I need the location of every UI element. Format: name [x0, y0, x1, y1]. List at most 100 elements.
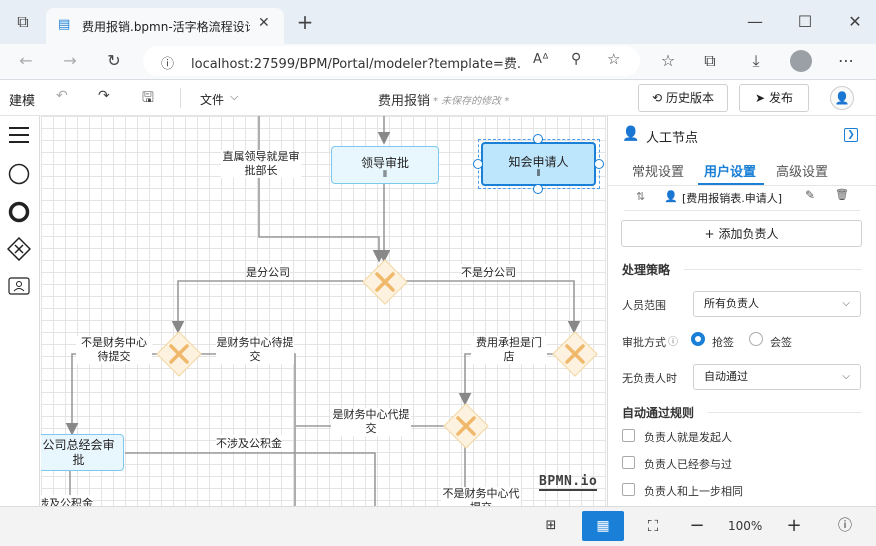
minimize-icon[interactable]: — — [747, 12, 763, 31]
bpmn-canvas[interactable]: 领导审批 ⦀ 知会申请人 ⦀ 公司总经会审批 直属领导就是审批部长 是分公司 不… — [41, 116, 606, 506]
minimap-icon[interactable]: ⊞ — [545, 518, 557, 533]
rule-label: 负责人已经参与过 — [644, 458, 732, 471]
bottom-status-bar: ⊞ ▦ ⛶ − 100% + ⓘ — [0, 506, 876, 546]
back-icon[interactable]: ← — [19, 51, 33, 70]
radio-grab[interactable] — [691, 332, 705, 346]
undo-icon[interactable]: ↶ — [56, 88, 68, 104]
favorites-icon[interactable]: ☆ — [660, 51, 676, 70]
maximize-icon[interactable]: ☐ — [797, 12, 813, 31]
start-event-icon[interactable] — [8, 163, 30, 188]
profile-avatar-icon[interactable] — [790, 50, 812, 72]
task-leader-approval[interactable]: 领导审批 ⦀ — [331, 146, 439, 184]
browser-tab-bar: ⧉ ▤ 费用报销.bpmn-活字格流程设计 ✕ + — ☐ ✕ — [0, 0, 876, 44]
properties-panel: 👤 人工节点 ❯ 常规设置 用户设置 高级设置 ⇅ 👤 [费用报销表.申请人] … — [607, 116, 876, 506]
fit-screen-icon[interactable]: ⛶ — [647, 517, 659, 535]
gateway-finance-proxy[interactable] — [443, 403, 489, 449]
window-close-icon[interactable]: ✕ — [848, 12, 862, 31]
resize-handle-left[interactable] — [473, 159, 483, 169]
publish-button[interactable]: ➤ 发布 — [739, 84, 809, 112]
flow-label: 涉及公积金 — [41, 495, 93, 506]
divider — [684, 269, 862, 270]
drag-sort-icon[interactable]: ⇅ — [636, 190, 646, 203]
user-task-icon[interactable] — [8, 277, 30, 298]
task-label: 知会申请人 — [508, 155, 569, 169]
edit-icon[interactable]: ✎ — [805, 188, 816, 202]
redo-icon[interactable]: ↷ — [98, 88, 110, 104]
tab-close-icon[interactable]: ✕ — [258, 15, 270, 31]
flow-label: 不是财务中心待提交 — [76, 336, 152, 364]
app-toolbar: 建模 ↶ ↷ 🖫 文件 ⌵ 费用报销 * 未保存的修改 * ⟲ 历史版本 ➤ 发… — [0, 80, 876, 116]
exclusive-gateway-icon[interactable] — [6, 236, 32, 264]
add-assignee-button[interactable]: + 添加负责人 — [621, 220, 862, 247]
zoom-icon[interactable]: ⚲ — [571, 51, 582, 67]
divider — [708, 412, 862, 413]
resize-handle-right[interactable] — [594, 159, 604, 169]
auto-rules-heading: 自动通过规则 — [622, 406, 695, 420]
no-owner-value: 自动通过 — [704, 370, 748, 383]
flow-label: 是分公司 — [246, 264, 290, 280]
zoom-level: 100% — [728, 519, 763, 533]
grid-toggle-button[interactable]: ▦ — [582, 511, 624, 541]
gateway-branch[interactable] — [362, 259, 408, 305]
url-text: localhost:27599/BPM/Portal/modeler?templ… — [191, 57, 521, 72]
browser-menu-icon[interactable]: ⋯ — [838, 51, 854, 70]
flow-label: 不是分公司 — [461, 264, 516, 280]
rule-checkbox[interactable] — [622, 483, 635, 496]
favorite-add-icon[interactable]: ☆ — [607, 50, 621, 68]
zoom-in-icon[interactable]: + — [786, 515, 802, 536]
tab-general[interactable]: 常规设置 — [632, 165, 685, 180]
radio-countersign[interactable] — [749, 332, 763, 346]
new-tab-icon[interactable]: + — [296, 10, 314, 34]
user-node-icon: 👤 — [622, 126, 640, 142]
grid-icon: ▦ — [596, 518, 610, 534]
history-icon: ⟲ — [652, 91, 663, 105]
strategy-heading: 处理策略 — [622, 263, 671, 277]
tab-actions-icon[interactable]: ⧉ — [17, 12, 29, 31]
rule-checkbox[interactable] — [622, 429, 635, 442]
forward-icon[interactable]: → — [63, 51, 77, 70]
collapse-panel-icon[interactable]: ❯ — [844, 128, 858, 142]
read-aloud-icon[interactable]: Aᐞ — [533, 52, 549, 67]
scope-select[interactable]: 所有负责人 ⌵ — [693, 291, 861, 317]
gateway-finance-left[interactable] — [156, 331, 202, 377]
browser-tab[interactable]: ▤ 费用报销.bpmn-活字格流程设计 ✕ — [46, 8, 284, 44]
panel-title: 人工节点 — [646, 131, 699, 146]
hamburger-menu-icon[interactable] — [8, 126, 30, 144]
tab-user-settings[interactable]: 用户设置 — [704, 165, 757, 180]
user-avatar-icon[interactable]: 👤 — [830, 86, 854, 110]
task-label: 领导审批 — [360, 156, 409, 170]
delete-icon[interactable]: 🗑 — [835, 188, 849, 201]
collections-icon[interactable]: ⧉ — [704, 51, 716, 70]
approve-label: 审批方式 — [622, 336, 666, 349]
resize-handle-top[interactable] — [533, 134, 543, 144]
chevron-down-icon[interactable]: ⌵ — [230, 90, 239, 103]
flow-label: 是财务中心代提交 — [331, 408, 411, 436]
history-button[interactable]: ⟲ 历史版本 — [638, 84, 728, 112]
end-event-icon[interactable] — [8, 201, 30, 226]
save-icon[interactable]: 🖫 — [142, 90, 154, 106]
help-icon[interactable]: ⓘ — [838, 518, 852, 534]
multi-instance-icon: ⦀ — [536, 169, 541, 179]
zoom-out-icon[interactable]: − — [689, 515, 705, 536]
flow-label: 是财务中心待提交 — [216, 336, 294, 364]
bpmn-io-watermark[interactable]: BPMN.io — [539, 474, 598, 491]
site-info-icon[interactable]: ⓘ — [161, 57, 175, 72]
history-button-label: 历史版本 — [665, 91, 714, 105]
radio-countersign-label: 会签 — [770, 336, 792, 349]
rule-checkbox[interactable] — [622, 456, 635, 469]
flow-label: 费用承担是门店 — [471, 336, 547, 364]
url-field[interactable]: ⓘ localhost:27599/BPM/Portal/modeler?tem… — [143, 46, 640, 76]
help-icon[interactable]: ⓘ — [668, 337, 678, 348]
send-icon: ➤ — [755, 91, 766, 105]
no-owner-label: 无负责人时 — [622, 372, 677, 385]
task-gm-approval[interactable]: 公司总经会审批 — [41, 434, 124, 471]
no-owner-select[interactable]: 自动通过 ⌵ — [693, 364, 861, 390]
tab-divider — [608, 185, 876, 186]
file-menu[interactable]: 文件 — [200, 93, 225, 107]
reload-icon[interactable]: ↻ — [107, 51, 121, 70]
downloads-icon[interactable]: ⤓ — [752, 51, 760, 70]
tab-advanced[interactable]: 高级设置 — [776, 165, 829, 180]
gateway-store[interactable] — [552, 331, 598, 377]
resize-handle-bottom[interactable] — [533, 184, 543, 194]
task-cc-applicant[interactable]: 知会申请人 ⦀ — [481, 142, 596, 186]
